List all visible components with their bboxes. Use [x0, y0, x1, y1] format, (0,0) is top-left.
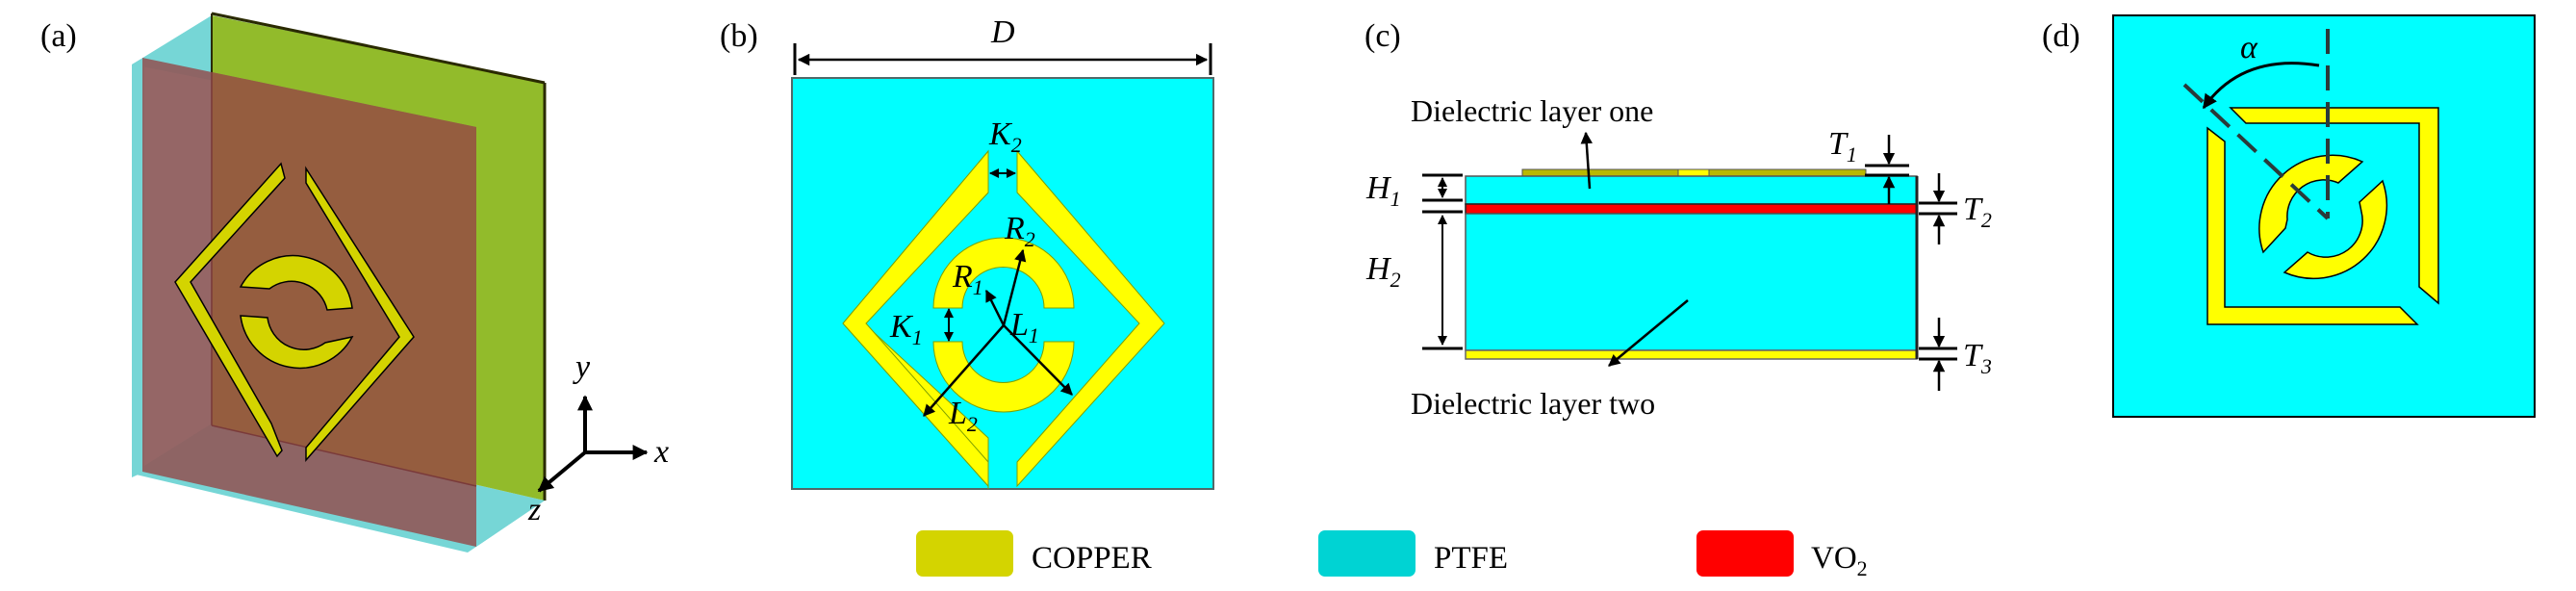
- dielectric-layer-two: [1465, 213, 1918, 351]
- bracket-left-inner: [842, 149, 989, 488]
- t2-label: T2: [1963, 192, 1992, 232]
- z-axis-arrow: [537, 450, 587, 493]
- z-axis-label: z: [527, 492, 541, 527]
- legend-label-copper: COPPER: [1032, 541, 1152, 576]
- ring-lower-right: [2283, 179, 2388, 280]
- ring-upper-left: [2258, 154, 2364, 254]
- r2-arrow: [1002, 248, 1027, 326]
- legend-swatch-ptfe: [1318, 530, 1416, 577]
- legend-swatch-copper: [916, 530, 1013, 577]
- top-copper-gap: [1677, 168, 1710, 177]
- l2-arrow: [923, 324, 1005, 417]
- substrate-top-view: [791, 77, 1214, 490]
- l1-arrow: [1003, 324, 1073, 396]
- ring-lower: [240, 315, 354, 370]
- angle-alpha-label: α: [2240, 30, 2258, 65]
- y-axis-label: y: [573, 349, 591, 385]
- ring-lower: [932, 341, 1075, 413]
- ring-upper: [932, 237, 1075, 309]
- l2-label: L2: [948, 396, 978, 436]
- legend-item-copper: COPPER: [916, 530, 1152, 577]
- bracket-lower-left: [2206, 126, 2419, 325]
- d-label: D: [990, 14, 1015, 50]
- dielectric-layer-one-label: Dielectric layer one: [1411, 93, 1653, 128]
- ground-plane-edge-top: [211, 12, 546, 85]
- layer-one-pointer: [1580, 131, 1594, 190]
- rotated-axis: [2182, 83, 2330, 220]
- l1-label: L1: [1009, 307, 1039, 347]
- axes-triad: y x z: [527, 349, 669, 527]
- panel-d: (d) α: [2042, 14, 2536, 418]
- panel-label-d: (d): [2042, 18, 2080, 54]
- t1-label: T1: [1828, 126, 1857, 167]
- r1-label: R1: [952, 259, 983, 299]
- panel-label-c: (c): [1365, 18, 1401, 54]
- k1-label: K1: [889, 309, 923, 349]
- bracket-right: [1016, 149, 1165, 488]
- panel-b: (b) D K2 K1 R1 R2 L1 L2: [720, 14, 1214, 490]
- legend: COPPER PTFE VO2: [916, 530, 1868, 580]
- legend-item-ptfe: PTFE: [1318, 530, 1508, 577]
- dielectric-layer-one: [1465, 175, 1918, 205]
- panel-label-a: (a): [40, 18, 77, 54]
- inner-edge: [211, 424, 477, 487]
- copper-pattern-b: [842, 149, 1165, 489]
- copper-pattern-3d: [174, 162, 415, 462]
- bracket-right: [305, 166, 415, 462]
- h1-label: H1: [1365, 170, 1401, 211]
- ring-upper: [239, 254, 353, 311]
- panel-a: (a) y x z: [40, 12, 669, 552]
- ptfe-front-right: [476, 486, 545, 547]
- panel-label-b: (b): [720, 18, 758, 54]
- copper-pattern-d: [2206, 107, 2439, 325]
- panel-c: (c) Dielectric layer one Dielectric laye…: [1365, 18, 1992, 421]
- layer-two-pointer: [1608, 299, 1689, 367]
- bracket-upper-right: [2229, 107, 2439, 305]
- ptfe-block-left: [132, 58, 144, 477]
- dielectric-layer-two-label: Dielectric layer two: [1411, 386, 1655, 421]
- k2-label: K2: [988, 116, 1022, 157]
- r1-arrow: [984, 289, 1006, 326]
- x-axis-label: x: [653, 434, 669, 470]
- legend-swatch-vo2: [1696, 530, 1794, 577]
- ground-copper-layer: [1465, 349, 1918, 360]
- legend-label-vo2: VO2: [1811, 541, 1868, 580]
- r2-label: R2: [1004, 211, 1035, 251]
- vo2-layer: [1465, 203, 1918, 215]
- bracket-left: [174, 162, 286, 458]
- t3-label: T3: [1963, 338, 1992, 378]
- legend-label-ptfe: PTFE: [1434, 541, 1508, 576]
- h2-label: H2: [1365, 251, 1401, 292]
- legend-item-vo2: VO2: [1696, 530, 1868, 580]
- angle-arc-arrow: [2202, 62, 2320, 110]
